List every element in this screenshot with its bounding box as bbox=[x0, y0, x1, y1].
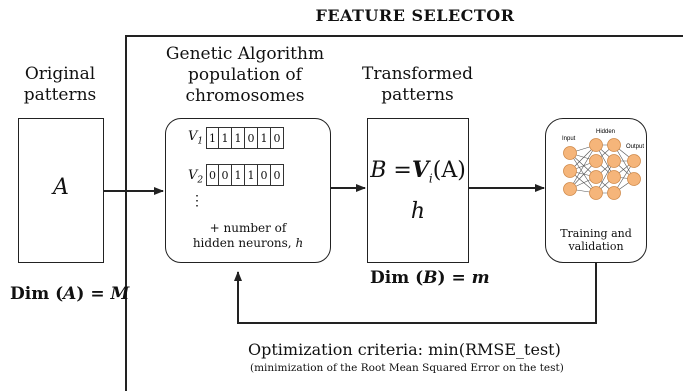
transformed-dimension: Dim (B) = m bbox=[370, 268, 490, 288]
layer-output-label: Output bbox=[626, 144, 644, 150]
layer-input-label: Input bbox=[562, 136, 576, 142]
chromosome-ellipsis: ⋮ bbox=[190, 193, 204, 209]
bit: 0 bbox=[245, 127, 258, 149]
ga-note-line2: hidden neurons, h bbox=[192, 236, 304, 250]
network-connections bbox=[569, 144, 635, 194]
original-header-line1: Original bbox=[24, 64, 96, 84]
original-dim-suffix: ) = bbox=[76, 284, 111, 304]
original-dim-var: A bbox=[63, 284, 77, 304]
training-caption: Training and validation bbox=[546, 227, 646, 253]
training-caption-line1: Training and bbox=[560, 227, 632, 240]
diagram-title: FEATURE SELECTOR bbox=[315, 6, 515, 25]
ga-note-line1: + number of bbox=[209, 221, 287, 235]
transformed-header: Transformed patterns bbox=[350, 64, 485, 106]
bit: 1 bbox=[219, 127, 232, 149]
feature-selector-frame bbox=[125, 35, 683, 391]
transformed-header-line1: Transformed bbox=[362, 64, 473, 84]
chromosome-v2-label: V2 bbox=[188, 168, 204, 186]
transformed-h: h bbox=[410, 199, 426, 224]
bit: 0 bbox=[258, 164, 271, 186]
bit: 0 bbox=[206, 164, 219, 186]
original-dim-value: M bbox=[110, 284, 130, 304]
original-header-line2: patterns bbox=[23, 85, 97, 105]
bit: 0 bbox=[271, 127, 284, 149]
original-header: Original patterns bbox=[10, 64, 110, 106]
bit: 0 bbox=[271, 164, 284, 186]
ga-note: + number of hidden neurons, h bbox=[166, 221, 330, 251]
original-dimension: Dim (A) = M bbox=[10, 284, 129, 304]
transformed-formula: B =Vi(A) bbox=[370, 157, 466, 186]
original-patterns-box: A bbox=[18, 118, 104, 263]
training-caption-line2: validation bbox=[568, 240, 624, 253]
original-dim-prefix: Dim ( bbox=[10, 284, 64, 304]
transformed-header-line2: patterns bbox=[381, 85, 454, 105]
neural-network-diagram: Input Hidden Output bbox=[562, 129, 644, 200]
bit: 1 bbox=[232, 127, 245, 149]
layer-hidden-label: Hidden bbox=[596, 129, 615, 135]
ga-header-line2: population of bbox=[188, 65, 302, 85]
feedback-loop bbox=[234, 262, 597, 324]
training-validation-box: Input Hidden Output Training and validat… bbox=[545, 118, 647, 263]
optimization-subtitle: (minimization of the Root Mean Squared E… bbox=[250, 362, 564, 374]
transformed-patterns-box: B =Vi(A) h bbox=[367, 118, 469, 263]
chromosome-v1-label: V1 bbox=[188, 129, 204, 147]
ga-header-line1: Genetic Algorithm bbox=[165, 44, 325, 64]
original-symbol: A bbox=[53, 175, 69, 200]
ga-header-line3: chromosomes bbox=[185, 86, 305, 106]
bit: 1 bbox=[232, 164, 245, 186]
bit: 1 bbox=[245, 164, 258, 186]
ga-header: Genetic Algorithm population of chromoso… bbox=[150, 44, 340, 107]
bit: 1 bbox=[206, 127, 219, 149]
bit: 1 bbox=[258, 127, 271, 149]
network-neurons bbox=[563, 138, 641, 200]
bit: 0 bbox=[219, 164, 232, 186]
optimization-criteria: Optimization criteria: min(RMSE_test) bbox=[248, 340, 561, 359]
